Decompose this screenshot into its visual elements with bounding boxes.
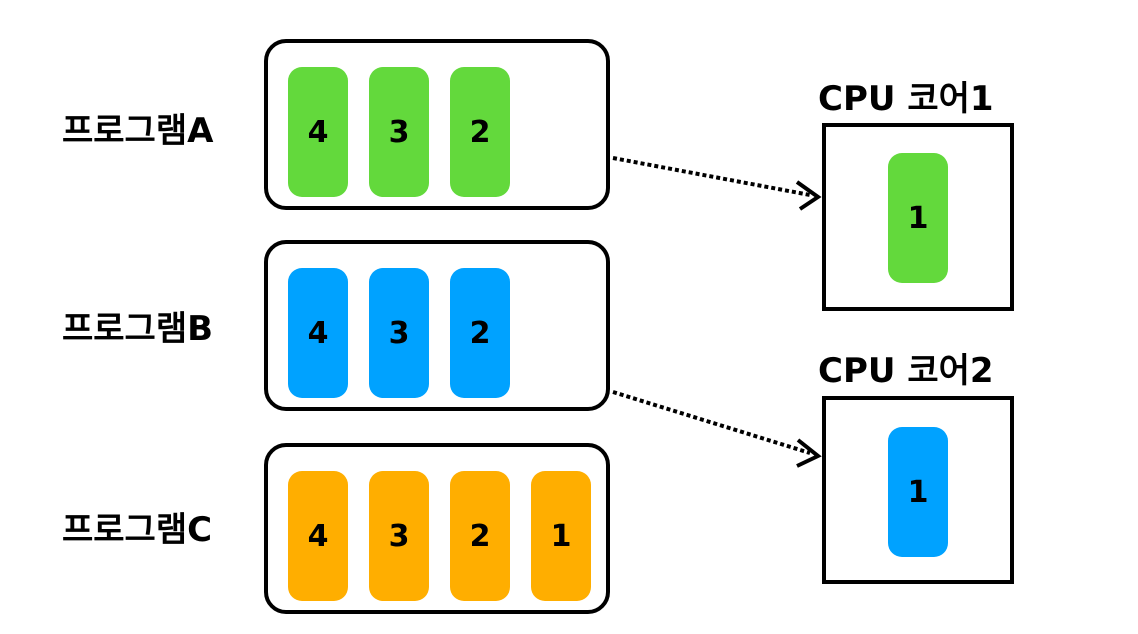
program-b-label: 프로그램B <box>62 309 214 349</box>
arrow-a-to-core1 <box>612 156 822 211</box>
arrow-head-icon <box>796 438 822 468</box>
task-number: 4 <box>307 315 329 351</box>
cpu-core-1-title: CPU 코어1 <box>818 79 994 119</box>
cpu-core-1-task: 1 <box>888 153 948 283</box>
task-number: 4 <box>307 114 329 150</box>
program-a-box: 4 3 2 <box>264 39 610 210</box>
task-number: 3 <box>388 315 410 351</box>
program-b-task-2: 2 <box>450 268 510 398</box>
program-a-task-4: 4 <box>288 67 348 197</box>
program-c-task-4: 4 <box>288 471 348 601</box>
program-c-label: 프로그램C <box>62 510 213 550</box>
task-number: 4 <box>307 518 329 554</box>
task-number: 3 <box>388 518 410 554</box>
task-number: 1 <box>907 474 929 510</box>
task-number: 3 <box>388 114 410 150</box>
dotted-arrow-line <box>612 390 811 455</box>
dotted-arrow-line <box>612 156 811 197</box>
program-c-box: 4 3 2 1 <box>264 443 610 614</box>
task-number: 1 <box>550 518 572 554</box>
arrow-b-to-core2 <box>612 390 822 468</box>
cpu-core-1-box: 1 <box>822 123 1014 311</box>
task-number: 2 <box>469 518 491 554</box>
program-a-task-2: 2 <box>450 67 510 197</box>
program-c-task-3: 3 <box>369 471 429 601</box>
cpu-core-2-title: CPU 코어2 <box>818 351 994 391</box>
program-b-box: 4 3 2 <box>264 240 610 411</box>
arrow-head-icon <box>795 180 822 211</box>
task-number: 2 <box>469 315 491 351</box>
task-number: 1 <box>907 200 929 236</box>
cpu-core-2-box: 1 <box>822 396 1014 584</box>
program-b-task-3: 3 <box>369 268 429 398</box>
program-b-task-4: 4 <box>288 268 348 398</box>
program-a-task-3: 3 <box>369 67 429 197</box>
cpu-core-2-task: 1 <box>888 427 948 557</box>
program-c-task-2: 2 <box>450 471 510 601</box>
task-number: 2 <box>469 114 491 150</box>
program-a-label: 프로그램A <box>62 111 214 151</box>
program-c-task-1: 1 <box>531 471 591 601</box>
